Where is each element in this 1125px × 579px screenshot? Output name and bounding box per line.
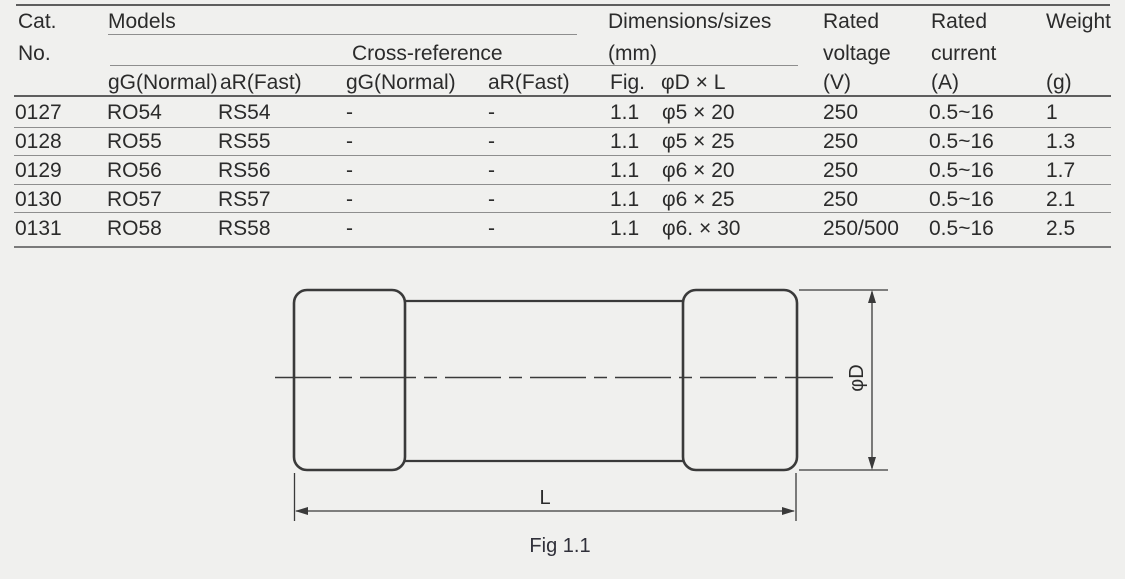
table-cell: 0.5~16 bbox=[929, 101, 994, 124]
table-cell: RO56 bbox=[107, 159, 162, 182]
table-cell: 1.1 bbox=[610, 188, 640, 211]
sub-header-ar-fast-xref: aR(Fast) bbox=[488, 71, 570, 94]
table-cell: φ6. × 30 bbox=[662, 217, 741, 240]
row-separator bbox=[14, 184, 1111, 185]
arrowhead-left-icon bbox=[295, 507, 308, 515]
table-cell: - bbox=[346, 101, 353, 124]
table-cell: - bbox=[346, 217, 353, 240]
diameter-dimension bbox=[799, 289, 888, 471]
diameter-dimension-label: φD bbox=[846, 364, 868, 391]
length-dimension-label: L bbox=[539, 487, 550, 509]
col-header-current: current bbox=[931, 42, 997, 65]
table-cell: - bbox=[488, 130, 495, 153]
table-cell: RS54 bbox=[218, 101, 271, 124]
arrowhead-up-icon bbox=[868, 290, 876, 303]
header-bottom-rule bbox=[14, 95, 1111, 97]
sub-header-fig: Fig. bbox=[610, 71, 646, 94]
table-cell: RS58 bbox=[218, 217, 271, 240]
fuse-left-cap bbox=[292, 288, 407, 472]
table-cell: RO54 bbox=[107, 101, 162, 124]
table-cell: 0131 bbox=[15, 217, 62, 240]
table-cell: RS57 bbox=[218, 188, 271, 211]
table-cell: 1.7 bbox=[1046, 159, 1076, 182]
col-header-rated-current: Rated bbox=[931, 10, 988, 33]
table-cell: 2.5 bbox=[1046, 217, 1076, 240]
sub-header-amps: (A) bbox=[931, 71, 959, 94]
row-separator bbox=[14, 155, 1111, 156]
models-group-rule bbox=[108, 34, 577, 35]
sub-header-grams: (g) bbox=[1046, 71, 1072, 94]
table-cell: - bbox=[488, 101, 495, 124]
table-cell: φ6 × 25 bbox=[662, 188, 735, 211]
table-cell: 250/500 bbox=[823, 217, 899, 240]
row-separator bbox=[14, 127, 1111, 128]
table-cell: 1 bbox=[1046, 101, 1058, 124]
table-cell: RO57 bbox=[107, 188, 162, 211]
table-cell: RO58 bbox=[107, 217, 162, 240]
col-header-cross-reference: Cross-reference bbox=[352, 42, 503, 65]
table-cell: - bbox=[488, 188, 495, 211]
sub-header-gg-normal-xref: gG(Normal) bbox=[346, 71, 456, 94]
table-cell: 250 bbox=[823, 130, 859, 153]
table-cell: - bbox=[488, 217, 495, 240]
col-header-models: Models bbox=[108, 10, 176, 33]
table-cell: 250 bbox=[823, 159, 859, 182]
arrowhead-down-icon bbox=[868, 457, 876, 470]
table-cell: RS56 bbox=[218, 159, 271, 182]
col-header-dimensions-unit: (mm) bbox=[608, 42, 657, 65]
table-cell: 1.1 bbox=[610, 101, 640, 124]
sub-header-gg-normal: gG(Normal) bbox=[108, 71, 218, 94]
sub-header-volts: (V) bbox=[823, 71, 851, 94]
fuse-right-cap bbox=[681, 288, 799, 472]
length-dimension bbox=[293, 473, 797, 521]
table-cell: φ5 × 25 bbox=[662, 130, 735, 153]
table-top-rule bbox=[16, 4, 1110, 6]
col-header-cat: Cat. bbox=[18, 10, 57, 33]
table-cell: - bbox=[346, 159, 353, 182]
table-cell: - bbox=[488, 159, 495, 182]
col-header-no: No. bbox=[18, 42, 51, 65]
table-cell: 0130 bbox=[15, 188, 62, 211]
table-cell: 0.5~16 bbox=[929, 217, 994, 240]
table-cell: 0.5~16 bbox=[929, 188, 994, 211]
table-cell: - bbox=[346, 188, 353, 211]
table-cell: 1.1 bbox=[610, 159, 640, 182]
table-cell: 1.3 bbox=[1046, 130, 1076, 153]
table-cell: φ5 × 20 bbox=[662, 101, 735, 124]
subgroup-rule bbox=[110, 65, 798, 66]
arrowhead-right-icon bbox=[782, 507, 795, 515]
table-cell: 2.1 bbox=[1046, 188, 1076, 211]
figure-caption: Fig 1.1 bbox=[529, 535, 591, 557]
col-header-weight: Weight bbox=[1046, 10, 1111, 33]
row-separator bbox=[14, 212, 1111, 213]
sub-header-d-x-l: φD × L bbox=[661, 71, 726, 94]
table-cell: 1.1 bbox=[610, 217, 640, 240]
table-cell: 0127 bbox=[15, 101, 62, 124]
col-header-rated-voltage: Rated bbox=[823, 10, 880, 33]
col-header-dimensions: Dimensions/sizes bbox=[608, 10, 772, 33]
table-cell: 0.5~16 bbox=[929, 159, 994, 182]
table-cell: 1.1 bbox=[610, 130, 640, 153]
table-cell: RS55 bbox=[218, 130, 271, 153]
table-cell: 250 bbox=[823, 188, 859, 211]
table-cell: - bbox=[346, 130, 353, 153]
table-cell: 0.5~16 bbox=[929, 130, 994, 153]
table-cell: 250 bbox=[823, 101, 859, 124]
table-cell: RO55 bbox=[107, 130, 162, 153]
col-header-voltage: voltage bbox=[823, 42, 891, 65]
sub-header-ar-fast: aR(Fast) bbox=[220, 71, 302, 94]
table-cell: 0128 bbox=[15, 130, 62, 153]
table-cell: φ6 × 20 bbox=[662, 159, 735, 182]
table-cell: 0129 bbox=[15, 159, 62, 182]
table-bottom-rule bbox=[14, 246, 1111, 248]
